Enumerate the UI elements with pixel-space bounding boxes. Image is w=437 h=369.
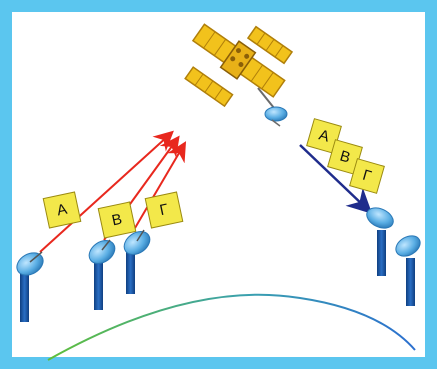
- label-box-right-a: Α: [306, 118, 342, 154]
- label-left-b: Β: [110, 211, 123, 230]
- dish-antenna-icon: [366, 207, 394, 276]
- label-box-left-c: Γ: [144, 191, 184, 229]
- dish-antenna-icon: [16, 251, 44, 322]
- dish-antenna-icon: [395, 235, 421, 306]
- label-left-a: Α: [55, 201, 68, 220]
- label-box-right-b: Β: [327, 139, 363, 175]
- label-box-right-c: Γ: [349, 158, 385, 194]
- downlink-arrow: [299, 144, 373, 214]
- label-box-left-b: Β: [97, 201, 137, 239]
- dish-antenna-icon: [88, 239, 116, 310]
- uplink-line-c: [134, 141, 187, 229]
- label-right-b: Β: [338, 147, 352, 166]
- satellite-icon: [184, 23, 294, 127]
- earth-surface-curve: [47, 293, 416, 361]
- label-left-c: Γ: [158, 201, 170, 219]
- uplink-line-a: [39, 130, 174, 253]
- label-box-left-a: Α: [42, 191, 82, 229]
- dish-antenna-icon: [123, 229, 151, 294]
- label-right-a: Α: [317, 126, 331, 145]
